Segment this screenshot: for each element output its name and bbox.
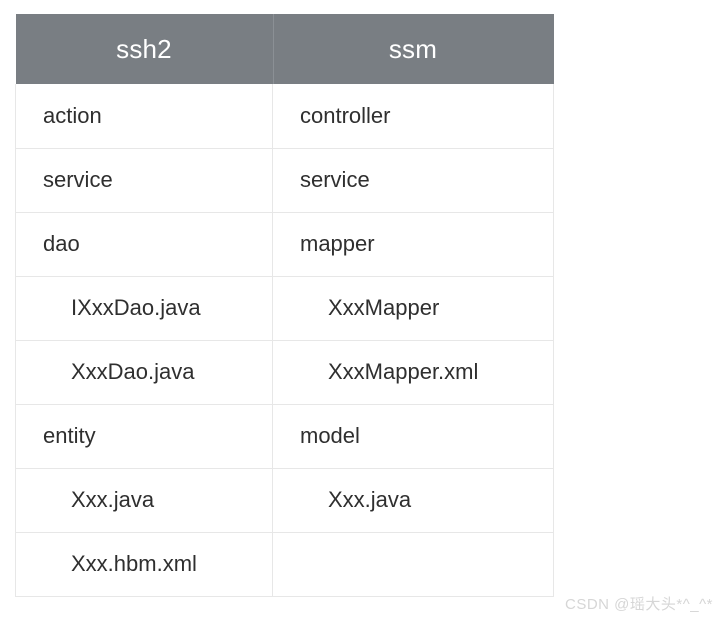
table-header: ssh2 ssm bbox=[15, 14, 554, 84]
cell-ssm: Xxx.java bbox=[272, 468, 554, 533]
cell-ssm: XxxMapper bbox=[272, 276, 554, 341]
column-header-ssh2: ssh2 bbox=[15, 14, 273, 84]
cell-ssm: controller bbox=[272, 84, 554, 149]
cell-ssh2: dao bbox=[15, 212, 273, 277]
cell-ssm: model bbox=[272, 404, 554, 469]
cell-ssm: mapper bbox=[272, 212, 554, 277]
table-header-row: ssh2 ssm bbox=[15, 14, 554, 84]
cell-ssh2: service bbox=[15, 148, 273, 213]
cell-ssh2: Xxx.hbm.xml bbox=[15, 532, 273, 597]
cell-ssh2: action bbox=[15, 84, 273, 149]
cell-ssh2: entity bbox=[15, 404, 273, 469]
cell-ssh2: IXxxDao.java bbox=[15, 276, 273, 341]
cell-ssm bbox=[272, 532, 554, 597]
cell-ssh2: Xxx.java bbox=[15, 468, 273, 533]
cell-ssm: XxxMapper.xml bbox=[272, 340, 554, 405]
column-header-ssm: ssm bbox=[272, 14, 554, 84]
cell-ssh2: XxxDao.java bbox=[15, 340, 273, 405]
csdn-watermark: CSDN @瑶大头*^_^* bbox=[565, 596, 713, 613]
table-row: Xxx.hbm.xml bbox=[15, 532, 554, 597]
cell-ssm: service bbox=[272, 148, 554, 213]
